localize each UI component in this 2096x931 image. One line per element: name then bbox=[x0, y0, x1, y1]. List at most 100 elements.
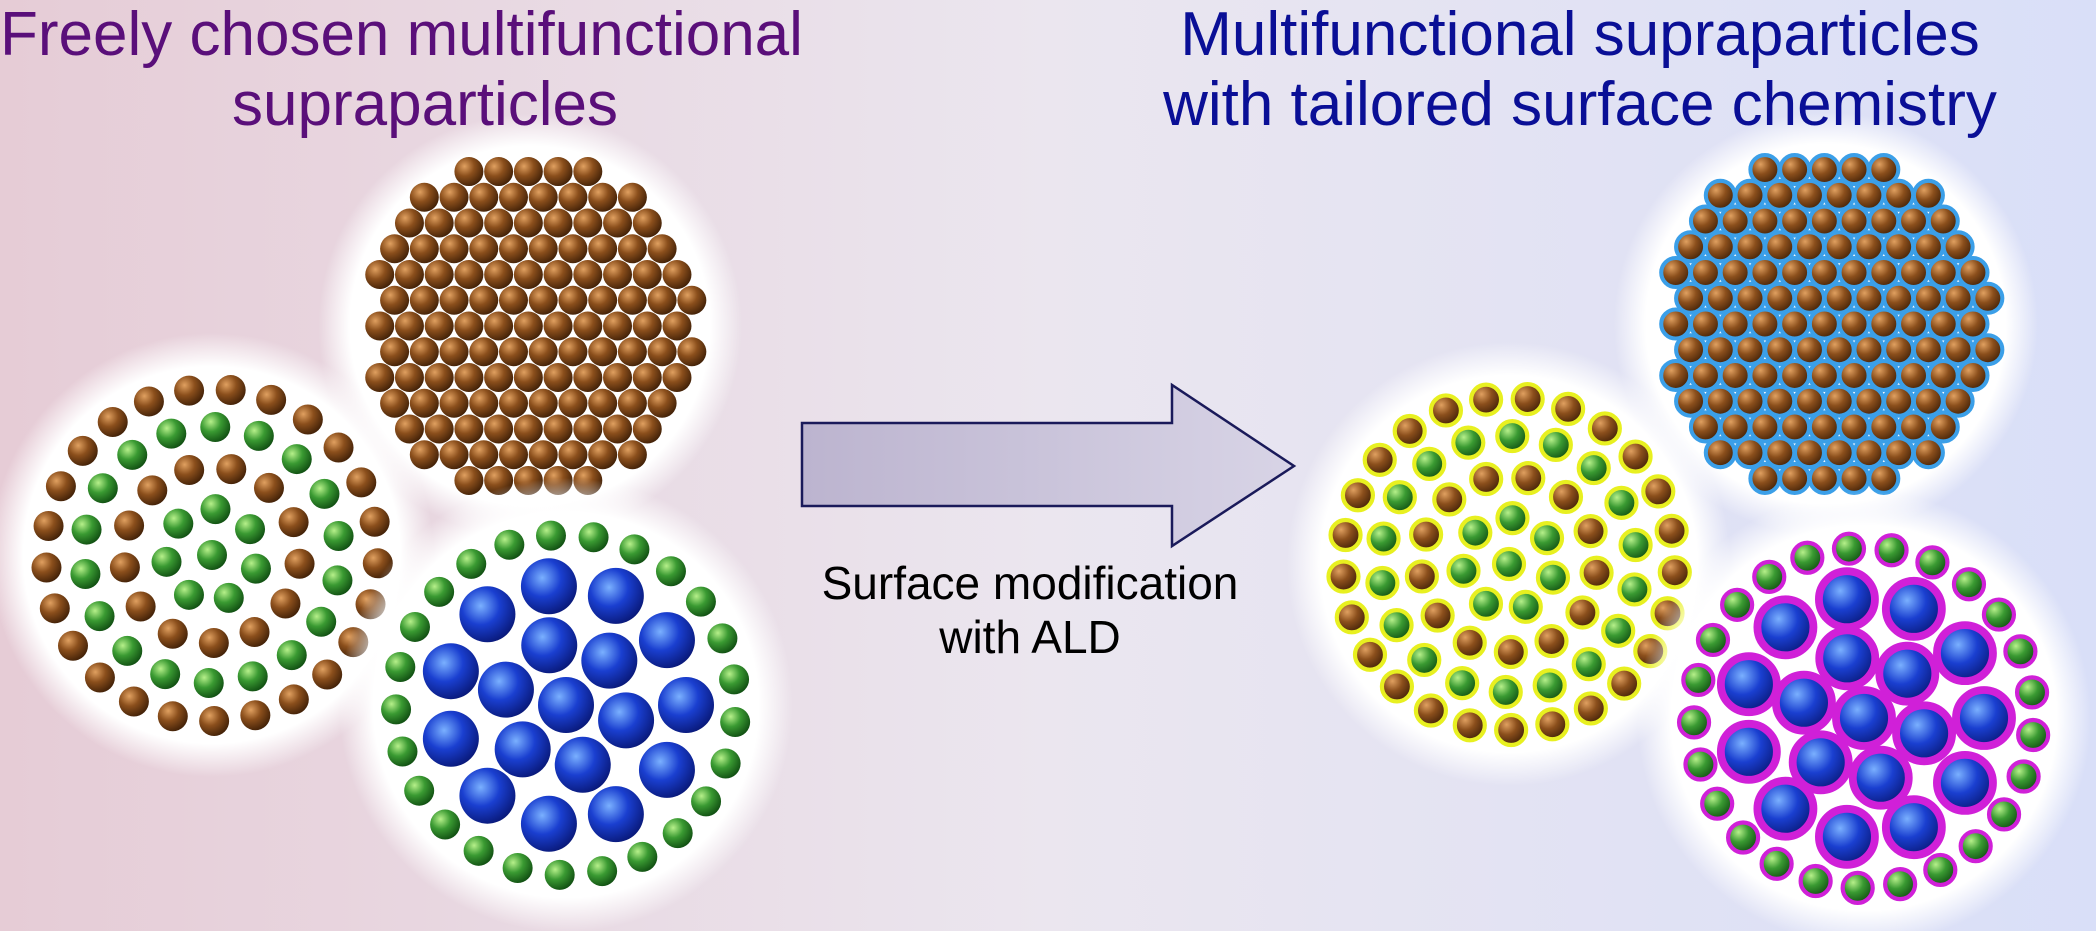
brown-nanoparticle bbox=[394, 311, 424, 341]
brown-nanoparticle bbox=[573, 414, 603, 444]
brown-nanoparticle bbox=[662, 260, 692, 290]
green-nanoparticle bbox=[70, 559, 101, 590]
brown-nanoparticle bbox=[1703, 436, 1737, 470]
brown-nanoparticle bbox=[1607, 666, 1642, 701]
process-arrow bbox=[800, 382, 1297, 549]
brown-nanoparticle bbox=[439, 182, 469, 212]
green-nanoparticle bbox=[1726, 820, 1761, 855]
blue-nanoparticle bbox=[459, 586, 516, 643]
brown-nanoparticle bbox=[424, 362, 454, 392]
blue-core-green-shell-supraparticle bbox=[339, 478, 793, 931]
brown-nanoparticle bbox=[240, 700, 271, 731]
brown-nanoparticle bbox=[1867, 153, 1901, 187]
brown-nanoparticle bbox=[484, 157, 514, 187]
brown-nanoparticle bbox=[513, 208, 543, 238]
brown-nanoparticle bbox=[1535, 707, 1570, 742]
green-nanoparticle bbox=[424, 576, 455, 607]
brown-nanoparticle bbox=[409, 337, 439, 367]
green-nanoparticle bbox=[1445, 666, 1480, 701]
green-nanoparticle bbox=[323, 520, 354, 551]
brown-nanoparticle bbox=[498, 388, 528, 418]
green-nanoparticle bbox=[1681, 662, 1716, 698]
green-nanoparticle bbox=[387, 736, 418, 767]
brown-nanoparticle bbox=[1941, 230, 1975, 264]
brown-nanoparticle bbox=[1573, 691, 1608, 726]
brown-nanoparticle bbox=[1468, 382, 1504, 417]
brown-nanoparticle bbox=[677, 285, 707, 315]
brown-nanoparticle bbox=[256, 384, 287, 415]
green-nanoparticle bbox=[2006, 759, 2041, 794]
blue-nanoparticle bbox=[1815, 626, 1880, 691]
brown-nanoparticle bbox=[543, 414, 573, 444]
brown-nanoparticle bbox=[603, 260, 633, 290]
brown-nanoparticle bbox=[409, 182, 439, 212]
brown-nanoparticle bbox=[114, 510, 145, 541]
brown-nanoparticle bbox=[284, 548, 315, 579]
green-nanoparticle bbox=[1382, 480, 1417, 515]
brown-nanoparticle bbox=[1548, 479, 1584, 515]
brown-nanoparticle bbox=[394, 362, 424, 392]
blue-nanoparticle bbox=[494, 721, 551, 778]
green-nanoparticle bbox=[1618, 527, 1653, 563]
green-nanoparticle bbox=[309, 478, 340, 509]
brown-nanoparticle bbox=[409, 285, 439, 315]
green-nanoparticle bbox=[381, 694, 412, 725]
green-nanoparticle bbox=[150, 659, 181, 690]
brown-nanoparticle bbox=[1511, 461, 1546, 496]
brown-nanoparticle bbox=[394, 414, 424, 444]
brown-nanoparticle bbox=[632, 311, 662, 341]
green-nanoparticle bbox=[463, 835, 494, 866]
blue-nanoparticle bbox=[422, 710, 479, 767]
green-nanoparticle bbox=[619, 534, 650, 565]
brown-nanoparticle bbox=[270, 588, 301, 619]
brown-nanoparticle bbox=[573, 311, 603, 341]
brown-nanoparticle bbox=[454, 311, 484, 341]
brown-nanoparticle bbox=[1579, 555, 1614, 590]
brown-nanoparticle bbox=[1326, 559, 1361, 594]
brown-nanoparticle bbox=[424, 311, 454, 341]
green-nanoparticle bbox=[1695, 622, 1731, 658]
green-nanoparticle bbox=[1923, 852, 1958, 888]
brown-nanoparticle bbox=[174, 455, 205, 486]
brown-nanoparticle bbox=[513, 414, 543, 444]
brown-nanoparticle bbox=[632, 414, 662, 444]
blue-nanoparticle bbox=[1881, 576, 1946, 641]
brown-nanoparticle bbox=[1413, 693, 1449, 728]
brown-nanoparticle bbox=[1748, 461, 1782, 495]
green-nanoparticle bbox=[306, 606, 337, 637]
green-nanoparticle bbox=[662, 818, 693, 849]
brown-nanoparticle bbox=[558, 234, 588, 264]
blue-nanoparticle bbox=[1881, 795, 1946, 860]
coated-core-shell-supraparticle bbox=[1637, 491, 2091, 931]
brown-nanoparticle bbox=[1428, 393, 1464, 428]
blue-nanoparticle bbox=[1933, 750, 1997, 815]
green-nanoparticle bbox=[494, 529, 525, 560]
green-nanoparticle bbox=[707, 623, 738, 654]
brown-nanoparticle bbox=[439, 337, 469, 367]
green-nanoparticle bbox=[578, 522, 609, 553]
brown-nanoparticle bbox=[1334, 600, 1369, 635]
green-nanoparticle bbox=[240, 553, 271, 584]
brown-nanoparticle bbox=[239, 617, 270, 648]
brown-nanoparticle bbox=[137, 475, 168, 506]
green-brown-ring-supraparticle bbox=[0, 333, 434, 777]
brown-nanoparticle bbox=[1362, 442, 1397, 477]
brown-nanoparticle bbox=[1837, 461, 1871, 495]
brown-nanoparticle bbox=[617, 234, 647, 264]
brown-nanoparticle bbox=[1587, 411, 1622, 446]
brown-nanoparticle bbox=[1432, 482, 1467, 517]
brown-nanoparticle bbox=[1971, 281, 2005, 315]
brown-nanoparticle bbox=[588, 285, 618, 315]
arrow-caption: Surface modification with ALD bbox=[780, 556, 1280, 664]
brown-nanoparticle bbox=[1494, 712, 1529, 748]
blue-nanoparticle bbox=[1753, 776, 1818, 841]
brown-nanoparticle bbox=[454, 362, 484, 392]
blue-nanoparticle bbox=[422, 643, 479, 700]
brown-nanoparticle bbox=[617, 440, 647, 470]
brown-nanoparticle bbox=[1352, 637, 1388, 672]
blue-nanoparticle bbox=[598, 692, 655, 749]
brown-nanoparticle bbox=[1641, 474, 1676, 509]
green-nanoparticle bbox=[685, 586, 716, 617]
brown-nanoparticle bbox=[439, 440, 469, 470]
